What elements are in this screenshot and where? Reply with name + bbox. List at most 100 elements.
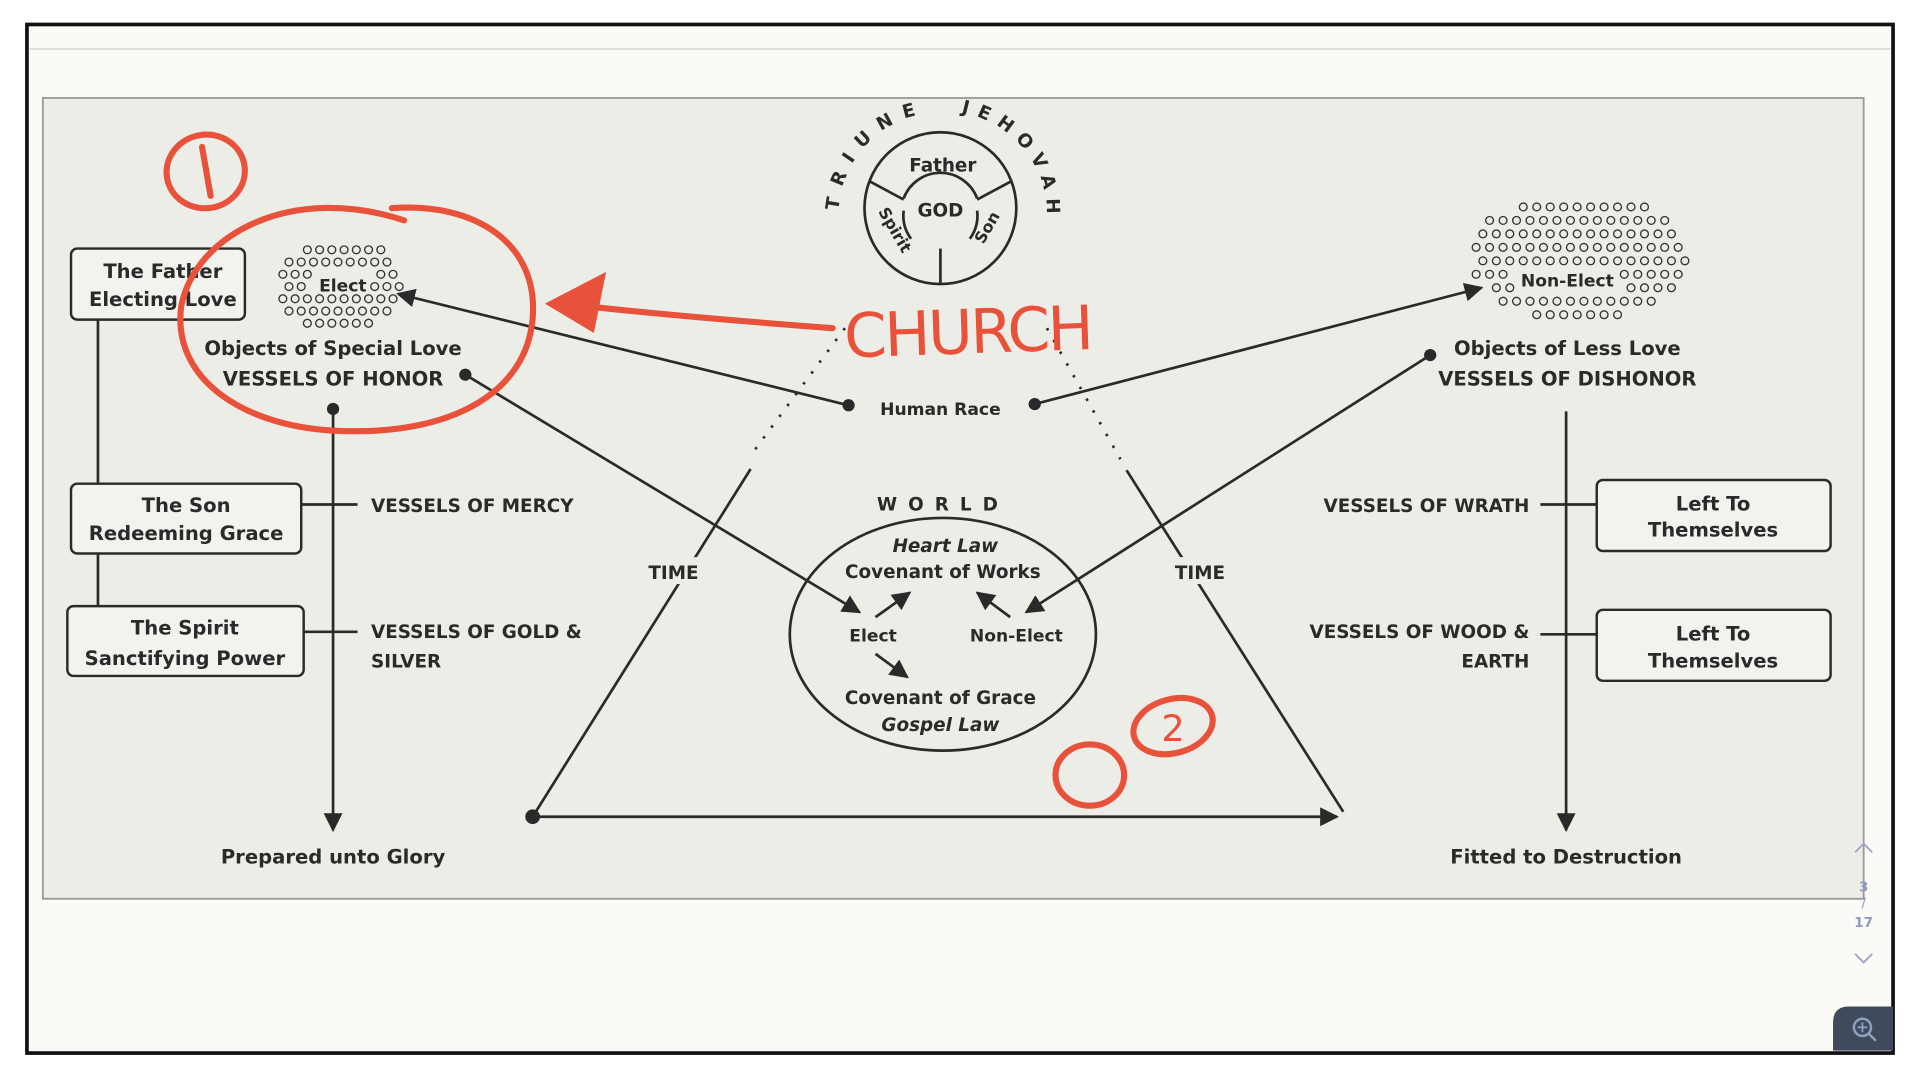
dot xyxy=(345,306,355,316)
dot xyxy=(327,245,337,255)
dot xyxy=(363,294,374,304)
dot xyxy=(1572,256,1582,266)
special-love-label: Objects of Special Love xyxy=(204,337,461,360)
time-right-label: TIME xyxy=(1175,563,1225,584)
box-father: The Father Electing Love xyxy=(69,247,247,321)
dot xyxy=(1532,310,1542,320)
dot xyxy=(1572,202,1582,212)
non-elect-dot-cluster xyxy=(1471,202,1690,320)
dot xyxy=(1532,229,1542,239)
dot xyxy=(357,257,368,267)
dot xyxy=(284,281,294,292)
dot xyxy=(388,269,398,279)
dot xyxy=(1653,283,1663,293)
dot xyxy=(327,294,337,304)
dot xyxy=(1565,215,1576,226)
dot xyxy=(302,269,312,279)
dot xyxy=(284,257,294,267)
dot xyxy=(1579,296,1589,306)
dot xyxy=(1660,269,1670,279)
dot xyxy=(357,306,368,316)
dot xyxy=(1518,202,1528,212)
dot xyxy=(321,306,331,316)
dot xyxy=(351,245,361,255)
dot xyxy=(345,257,355,267)
dot xyxy=(1559,202,1569,212)
dot xyxy=(290,294,300,304)
dot xyxy=(1586,229,1596,239)
dot xyxy=(1498,269,1508,279)
dot xyxy=(1606,215,1616,226)
dot xyxy=(296,281,306,292)
dot xyxy=(1639,229,1650,239)
dot xyxy=(308,257,319,267)
time-left-label: TIME xyxy=(648,563,698,584)
next-page-icon[interactable] xyxy=(1854,953,1873,964)
covenant-works-label: Covenant of Works xyxy=(845,562,1041,583)
dot xyxy=(1660,215,1670,226)
box-title: Left To xyxy=(1676,622,1751,645)
box-left-to-themselves-1: Left To Themselves xyxy=(1595,478,1832,553)
dot xyxy=(1491,229,1501,239)
dot xyxy=(1478,229,1488,239)
dot xyxy=(1626,256,1636,266)
dot xyxy=(1653,229,1663,239)
dot xyxy=(1525,215,1535,226)
dot xyxy=(302,245,312,255)
mark-2-annotation: 2 xyxy=(1161,707,1184,750)
dot xyxy=(1485,215,1495,226)
dot xyxy=(1491,256,1501,266)
less-love-label: Objects of Less Love xyxy=(1454,337,1681,360)
dot xyxy=(1525,296,1535,306)
dot xyxy=(1646,215,1656,226)
dot xyxy=(1511,215,1522,226)
dot xyxy=(1518,229,1528,239)
dot xyxy=(1552,215,1562,226)
dot xyxy=(1511,296,1522,306)
handwritten-annotations: CHURCH 2 1 xyxy=(163,131,1216,809)
dot xyxy=(339,294,349,304)
box-left-to-themselves-2: Left To Themselves xyxy=(1595,608,1832,683)
dot xyxy=(1525,242,1535,252)
zoom-button[interactable] xyxy=(1833,1006,1894,1051)
dot xyxy=(1626,229,1636,239)
dot xyxy=(1471,242,1481,252)
dot xyxy=(1633,215,1643,226)
world-label: WORLD xyxy=(877,495,1009,516)
dot xyxy=(1559,229,1569,239)
dot xyxy=(1491,283,1501,293)
dot xyxy=(1545,202,1555,212)
dot xyxy=(1592,296,1602,306)
dot xyxy=(1660,242,1670,252)
dot xyxy=(284,306,294,316)
vessels-gold-label-2: SILVER xyxy=(371,651,441,672)
dot xyxy=(1545,256,1555,266)
dot xyxy=(1485,242,1495,252)
non-elect-inner-label: Non-Elect xyxy=(970,627,1063,647)
dot xyxy=(1606,242,1616,252)
diagram-slide: TRIUNE JEHOVAH Father GOD Spirit Son The… xyxy=(41,96,1865,900)
dot xyxy=(1498,242,1508,252)
non-elect-label: Non-Elect xyxy=(1521,272,1614,292)
dot xyxy=(382,306,392,316)
dot xyxy=(1498,215,1508,226)
previous-page-icon[interactable] xyxy=(1854,842,1873,853)
dot xyxy=(1633,269,1643,279)
dot xyxy=(376,269,386,279)
dot xyxy=(333,257,343,267)
dot xyxy=(370,281,380,292)
dot xyxy=(327,318,337,328)
dot xyxy=(278,269,288,279)
dot xyxy=(1498,296,1508,306)
fitted-label: Fitted to Destruction xyxy=(1450,845,1682,868)
dot xyxy=(1545,310,1555,320)
elect-dot-cluster xyxy=(278,245,404,328)
page-separator: / xyxy=(1861,896,1866,911)
dot xyxy=(1606,296,1616,306)
dot xyxy=(1532,256,1542,266)
dot xyxy=(308,306,319,316)
dot xyxy=(1666,256,1677,266)
dot xyxy=(1532,202,1542,212)
dot xyxy=(351,318,361,328)
dot xyxy=(1626,283,1636,293)
